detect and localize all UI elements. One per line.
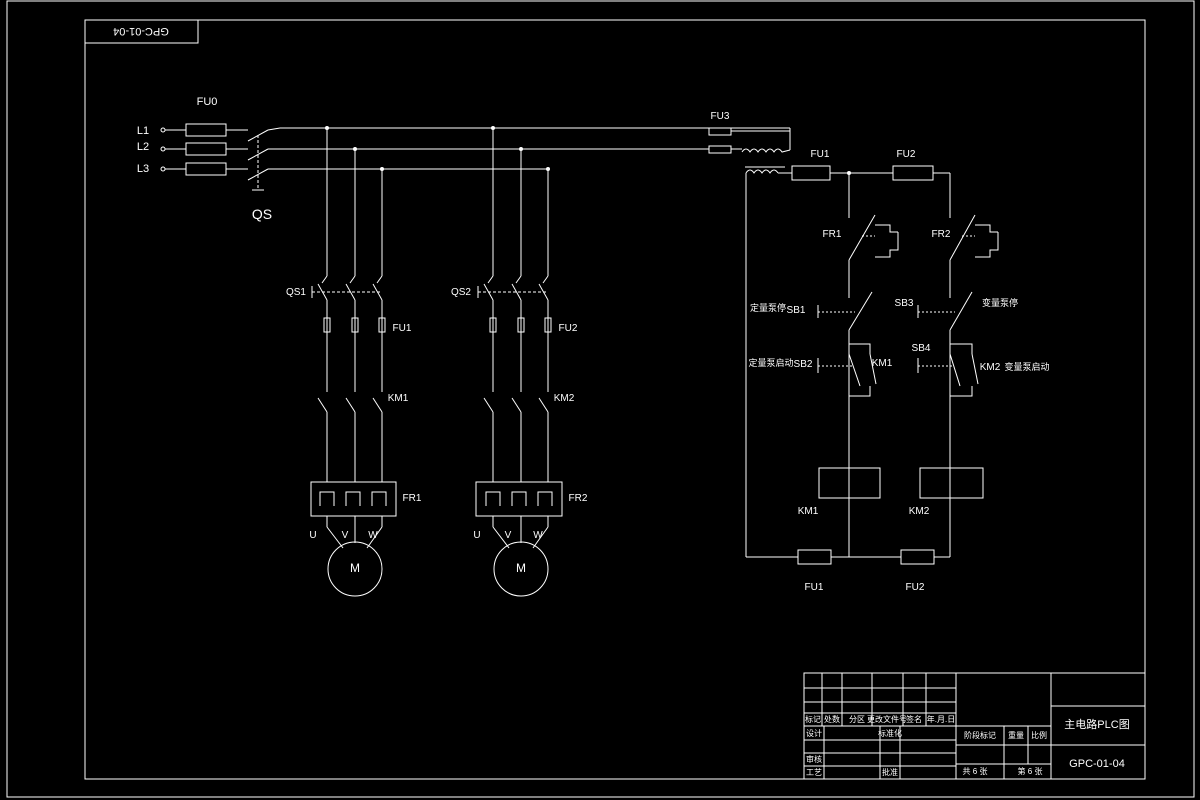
fuse-fu3-b [708,145,732,154]
motor-1 [327,541,383,597]
tb-drawing-title: 主电路PLC图 [1064,718,1129,731]
control-circuit: FU3 FU1 FU2 FR1 SB1 定量泵停 [708,111,1050,593]
label-sb4: SB4 [912,343,931,354]
tb-header-change-doc: 更改文件号 [867,714,907,724]
note-stop-fixed-pump: 定量泵停 [750,302,786,313]
inner-border [84,19,1146,780]
thermal-relay-fr2 [475,481,563,517]
fuse-fu0-l1 [185,123,227,137]
tb-review: 审核 [806,754,822,764]
label-qs: QS [252,206,272,222]
fuse-fu0-l2 [185,142,227,156]
tb-process: 工艺 [806,768,822,777]
label-km1-coil: KM1 [798,506,819,517]
tb-header-zone: 分区 [849,715,865,724]
tb-header-signature: 签名 [906,714,922,724]
fuse-fu2-control-bottom [900,549,935,565]
label-km1-aux: KM1 [872,358,893,369]
tb-sheets-total: 共 6 张 [963,767,988,776]
note-start-fixed-pump: 定量泵启动 [748,357,793,368]
terminal-u-2: U [473,530,480,541]
terminal-u-1: U [309,530,316,541]
tb-header-count: 处数 [824,714,840,724]
label-l1: L1 [137,125,149,137]
terminal-v-2: V [505,530,512,541]
label-km2-aux: KM2 [980,362,1001,373]
title-block: 标记 处数 分区 更改文件号 签名 年.月.日 设计 标准化 审核 工艺 批准 … [803,672,1146,780]
label-fu2-control-bottom: FU2 [906,582,925,593]
code-box [84,19,199,44]
transformer-primary [741,148,791,153]
tb-header-date: 年.月.日 [927,714,955,724]
transformer-secondary [745,169,779,174]
label-fu2-power: FU2 [559,323,578,334]
note-stop-variable-pump: 变量泵停 [982,297,1018,308]
tb-weight: 重量 [1008,730,1024,740]
thermal-relay-fr1 [310,481,397,517]
label-fu1-control-bottom: FU1 [805,582,824,593]
tb-scale: 比例 [1031,730,1047,740]
terminal-v-1: V [342,530,349,541]
label-l3: L3 [137,163,149,175]
motor-circuit-2: QS2 FU2 KM2 FR2 U V W M [451,128,588,597]
motor-circuit-1: QS1 FU1 KM1 FR1 U V W M [286,128,422,597]
fuse-fu1-control-top [791,165,831,181]
fuse-fu0-l3 [185,162,227,176]
label-l2: L2 [137,141,149,153]
label-fr1-power: FR1 [403,493,422,504]
label-fu2-control-top: FU2 [897,149,916,160]
fuse-fu2-control-top [892,165,934,181]
label-km2-power: KM2 [554,393,575,404]
coil-km2 [919,467,984,499]
label-sb1: SB1 [787,305,806,316]
motor-2 [493,541,549,597]
label-qs2: QS2 [451,287,471,298]
tb-sheet-number: 第 6 张 [1018,766,1043,776]
terminal-w-2: W [533,530,543,541]
fuse-fu1-control-bottom [797,549,832,565]
tb-header-mark: 标记 [805,714,821,724]
tb-drawing-code: GPC-01-04 [1069,758,1125,770]
label-km1-power: KM1 [388,393,409,404]
label-fu0: FU0 [197,96,218,108]
coil-km1 [818,467,881,499]
label-fr2-power: FR2 [569,493,588,504]
label-fu1-power: FU1 [393,323,412,334]
tb-approve: 批准 [882,767,898,777]
fuse-fu3-a [708,127,732,136]
label-sb3: SB3 [895,298,914,309]
label-fu1-control-top: FU1 [811,149,830,160]
drawing-code-upside-down: GPC-01-04 [113,25,169,37]
tb-stage-mark: 阶段标记 [964,730,996,740]
terminal-w-1: W [368,530,378,541]
tb-standardization: 标准化 [878,728,902,738]
tb-design: 设计 [806,728,822,738]
note-start-variable-pump: 变量泵启动 [1004,361,1049,372]
label-fr1-control: FR1 [823,229,842,240]
motor-2-label: M [516,561,526,575]
label-km2-coil: KM2 [909,506,930,517]
supply-section: L1 L2 L3 FU0 QS [137,96,790,222]
label-fu3: FU3 [711,111,730,122]
label-sb2: SB2 [794,359,813,370]
outer-border [6,0,1195,798]
label-fr2-control: FR2 [932,229,951,240]
motor-1-label: M [350,561,360,575]
label-qs1: QS1 [286,287,306,298]
